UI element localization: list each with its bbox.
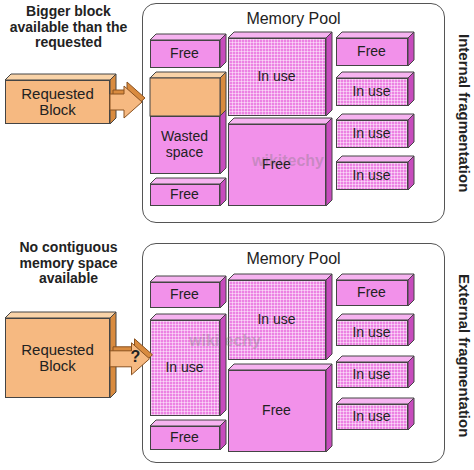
- block-top-face: [5, 312, 116, 318]
- block-top-face: [228, 118, 332, 124]
- block-label: Free: [170, 187, 199, 202]
- block-side-face: [220, 34, 226, 68]
- block-label: Free: [170, 46, 199, 61]
- block-label: In use: [352, 84, 390, 99]
- block-label: In use: [257, 312, 295, 327]
- block-top-face: [5, 74, 116, 80]
- in-use-block: In use: [336, 162, 408, 190]
- block-top-face: [336, 72, 414, 78]
- block-top-face: [336, 32, 414, 38]
- block-top-face: [150, 420, 226, 426]
- pool-heading: Memory Pool: [143, 250, 444, 268]
- requested-block: Requested Block: [5, 318, 110, 398]
- block-label: Free: [170, 430, 199, 445]
- block-label: Requested Block: [14, 342, 101, 375]
- memory-pool: Memory PoolFreeIn useFreeIn useWasted sp…: [142, 3, 445, 223]
- block-label: Free: [357, 44, 386, 59]
- block-side-face: [326, 364, 332, 452]
- in-use-block: In use: [336, 404, 408, 430]
- block-top-face: [150, 314, 226, 320]
- block-label: Free: [262, 403, 291, 418]
- block-label: In use: [352, 409, 390, 424]
- block-label: In use: [352, 126, 390, 141]
- block-top-face: [228, 32, 332, 38]
- free-block: Free: [150, 184, 220, 206]
- block-top-face: [336, 398, 414, 404]
- block-top-face: [150, 178, 226, 184]
- free-block: Free: [228, 370, 326, 452]
- block-label: Free: [170, 287, 199, 302]
- block-side-face: [408, 114, 414, 148]
- block-side-face: [220, 314, 226, 416]
- block-side-face: [408, 274, 414, 306]
- block-label: Wasted space: [154, 129, 216, 160]
- watermark: wikitechy: [180, 332, 270, 350]
- free-block: Free: [150, 426, 220, 450]
- region-side-face: [220, 72, 226, 116]
- block-side-face: [220, 276, 226, 308]
- region-front-face: [150, 78, 220, 116]
- block-side-face: [408, 398, 414, 430]
- pool-heading: Memory Pool: [143, 10, 444, 28]
- block-top-face: [228, 274, 332, 280]
- block-side-face: [220, 420, 226, 450]
- block-top-face: [336, 356, 414, 362]
- block-side-face: [220, 110, 226, 174]
- block-side-face: [408, 156, 414, 190]
- arrow-body: [110, 86, 142, 118]
- block-top-face: [228, 364, 332, 370]
- block-top-face: [336, 314, 414, 320]
- block-side-face: [220, 178, 226, 206]
- block-side-face: [408, 356, 414, 388]
- arrow-body: [110, 343, 150, 375]
- side-label: External fragmentation: [452, 248, 472, 463]
- free-block: Free: [150, 40, 220, 68]
- free-block: Wasted space: [150, 116, 220, 174]
- block-top-face: [336, 114, 414, 120]
- memory-pool: Memory PoolFreeIn useFreeIn useIn useIn …: [142, 243, 445, 463]
- block-label: In use: [352, 367, 390, 382]
- caption-label: Bigger block available than the requeste…: [6, 4, 131, 51]
- block-side-face: [326, 32, 332, 116]
- block-side-face: [408, 72, 414, 106]
- block-side-face: [408, 32, 414, 66]
- free-block: Free: [336, 280, 408, 306]
- block-side-face: [110, 74, 116, 124]
- in-use-block: In use: [336, 362, 408, 388]
- region-top-face: [150, 72, 226, 78]
- arrow-depth: [113, 339, 153, 371]
- block-side-face: [326, 118, 332, 206]
- block-side-face: [326, 274, 332, 360]
- block-label: In use: [257, 69, 295, 84]
- in-use-block: In use: [336, 120, 408, 148]
- block-side-face: [110, 312, 116, 398]
- block-arrow: [110, 82, 145, 118]
- free-block: Free: [150, 282, 220, 308]
- block-top-face: [336, 274, 414, 280]
- side-label: Internal fragmentation: [452, 6, 472, 221]
- block-label: In use: [165, 360, 203, 375]
- edge-label: ?: [131, 348, 141, 366]
- arrow-depth: [113, 82, 145, 114]
- requested-block: Requested Block: [5, 80, 110, 124]
- block-side-face: [408, 314, 414, 346]
- block-label: In use: [352, 168, 390, 183]
- block-label: In use: [352, 325, 390, 340]
- block-top-face: [150, 276, 226, 282]
- in-use-block: In use: [228, 38, 326, 116]
- caption-label: No contiguous memory space available: [6, 240, 131, 287]
- free-block: Free: [336, 38, 408, 66]
- block-label: Free: [357, 285, 386, 300]
- block-label: Free: [262, 157, 291, 172]
- in-use-block: In use: [336, 320, 408, 346]
- block-label: Requested Block: [14, 86, 101, 119]
- in-use-block: In use: [336, 78, 408, 106]
- block-top-face: [150, 34, 226, 40]
- block-arrow: [110, 339, 153, 375]
- block-top-face: [336, 156, 414, 162]
